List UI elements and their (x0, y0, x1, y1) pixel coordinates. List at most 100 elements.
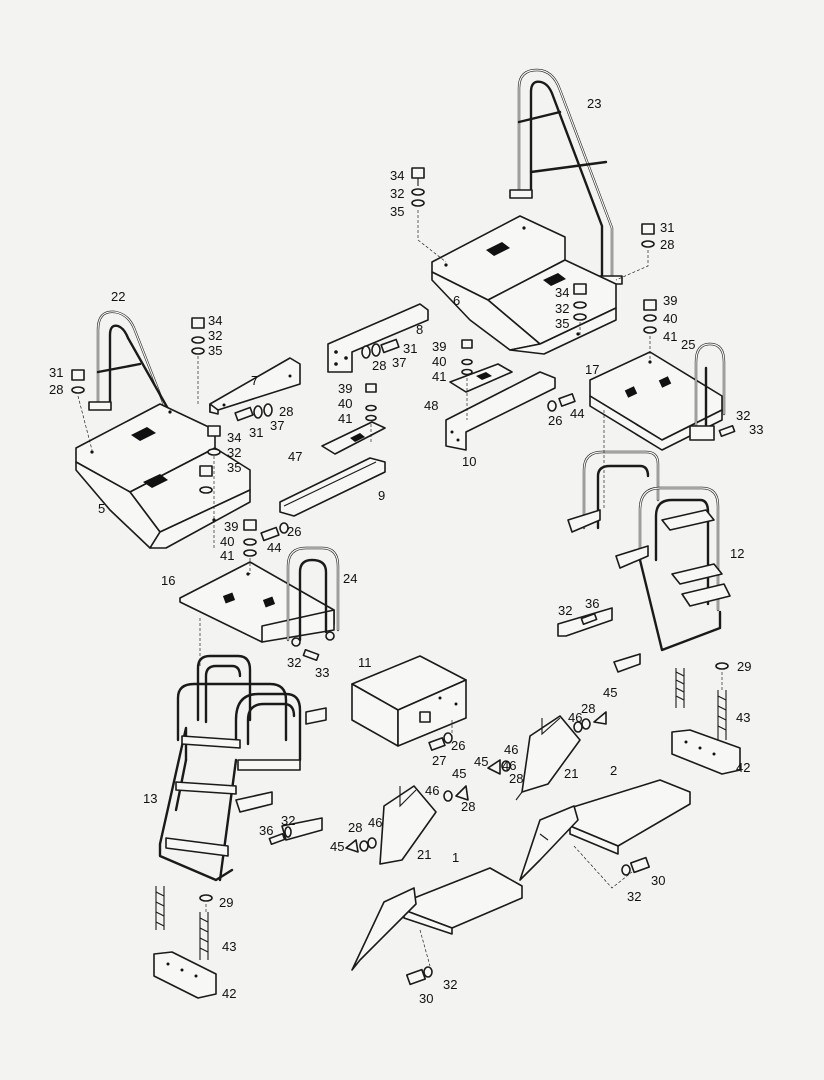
leader-lines (77, 210, 723, 967)
callout-29b: 29 (219, 895, 233, 910)
part-43-rod-right (675, 668, 727, 740)
callout-40c: 40 (338, 396, 352, 411)
callout-labels: 1 2 5 6 7 8 9 10 11 12 13 16 17 21 21 22… (49, 96, 763, 1006)
callout-48: 48 (424, 398, 438, 413)
callout-35c: 35 (208, 343, 222, 358)
mesh-grip-5a (131, 427, 156, 441)
part-2-fender (519, 779, 691, 881)
callout-26a: 26 (548, 413, 562, 428)
callout-28b: 28 (49, 382, 63, 397)
callout-28c: 28 (372, 358, 386, 373)
part-12-ladder (557, 450, 731, 673)
callout-30a: 30 (651, 873, 665, 888)
callout-5: 5 (98, 501, 105, 516)
callout-32h: 32 (281, 813, 295, 828)
callout-31c: 31 (403, 341, 417, 356)
callout-11: 11 (358, 655, 372, 670)
callout-28h: 28 (348, 820, 362, 835)
callout-41c: 41 (338, 411, 352, 426)
part-11-box (351, 655, 467, 747)
callout-43a: 43 (736, 710, 750, 725)
callout-36b: 36 (259, 823, 273, 838)
callout-42a: 42 (736, 760, 750, 775)
callout-45a: 45 (603, 685, 617, 700)
callout-45c: 45 (452, 766, 466, 781)
callout-34a: 34 (390, 168, 404, 183)
callout-28g: 28 (461, 799, 475, 814)
part-6-upper-platform (431, 215, 617, 355)
part-21-holder-left (379, 785, 437, 865)
part-23-handrail (509, 68, 623, 285)
callout-21b: 21 (417, 847, 431, 862)
callout-28e: 28 (581, 701, 595, 716)
callout-31a: 31 (660, 220, 674, 235)
callout-24: 24 (343, 571, 357, 586)
part-43-rod-left (155, 886, 209, 960)
part-1-fender (351, 867, 523, 971)
callout-25: 25 (681, 337, 695, 352)
callout-26c: 26 (451, 738, 465, 753)
callout-41b: 41 (432, 369, 446, 384)
callout-39d: 39 (224, 519, 238, 534)
callout-35a: 35 (390, 204, 404, 219)
callout-47: 47 (288, 449, 302, 464)
part-21-holder-right (515, 715, 581, 801)
callout-44b: 44 (267, 540, 281, 555)
callout-32j: 32 (443, 977, 457, 992)
callout-32b: 32 (555, 301, 569, 316)
part-13-ladder (158, 654, 327, 882)
callout-12: 12 (730, 546, 744, 561)
part-24-handrail (286, 546, 340, 647)
callout-40b: 40 (432, 354, 446, 369)
callout-36a: 36 (585, 596, 599, 611)
callout-30b: 30 (419, 991, 433, 1006)
fasteners (71, 167, 736, 986)
callout-23: 23 (587, 96, 601, 111)
part-8-bracket (327, 303, 429, 373)
part-9-channel (279, 457, 386, 517)
part-48-plate (449, 363, 513, 393)
callout-39b: 39 (432, 339, 446, 354)
part-5-left-platform (75, 403, 251, 549)
callout-16: 16 (161, 573, 175, 588)
part-42-step-right (671, 729, 741, 775)
callout-1: 1 (452, 850, 459, 865)
callout-45b: 45 (474, 754, 488, 769)
callout-10: 10 (462, 454, 476, 469)
callout-27: 27 (432, 753, 446, 768)
callout-44a: 44 (570, 406, 584, 421)
callout-32e: 32 (736, 408, 750, 423)
callout-46b: 46 (504, 742, 518, 757)
callout-33a: 33 (749, 422, 763, 437)
mesh-grip-6b (543, 273, 566, 286)
callout-17: 17 (585, 362, 599, 377)
callout-28f: 28 (509, 771, 523, 786)
mesh-grip-6a (486, 242, 510, 256)
callout-32g: 32 (287, 655, 301, 670)
callout-6: 6 (453, 293, 460, 308)
part-16-platform (179, 561, 335, 643)
part-25-handrail (689, 342, 726, 441)
callout-8: 8 (416, 322, 423, 337)
callout-35b: 35 (555, 316, 569, 331)
callout-40d: 40 (220, 534, 234, 549)
callout-32a: 32 (390, 186, 404, 201)
callout-9: 9 (378, 488, 385, 503)
callout-32i: 32 (627, 889, 641, 904)
callout-2: 2 (610, 763, 617, 778)
callout-26b: 26 (287, 524, 301, 539)
callout-28a: 28 (660, 237, 674, 252)
callout-41d: 41 (220, 548, 234, 563)
mesh-grip-5b (143, 474, 168, 488)
callout-21a: 21 (564, 766, 578, 781)
callout-13: 13 (143, 791, 157, 806)
callout-31d: 31 (249, 425, 263, 440)
callout-40a: 40 (663, 311, 677, 326)
callout-34d: 34 (227, 430, 241, 445)
callout-32d: 32 (227, 445, 241, 460)
part-10-support (445, 371, 556, 451)
callout-22: 22 (111, 289, 125, 304)
callout-33b: 33 (315, 665, 329, 680)
